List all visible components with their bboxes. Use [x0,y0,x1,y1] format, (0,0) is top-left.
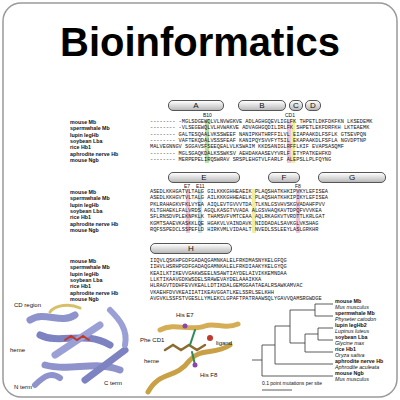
sequence-name: lupin legHb [70,203,99,208]
structure-label: N term [14,384,32,390]
sequence-row: ASEDLKKHGATVLTALG GILKKKGHHEAEIK PLAQSHA… [150,190,328,195]
sequence-name: aphrodite nerve Hb [70,152,118,157]
sequence-row: -------- VAFTEKQDALVSSSFEAF KANIPQYSVVFY… [150,139,366,144]
pocket-label: heme [144,358,159,364]
sequence-name: rice Hb1 [70,145,91,150]
sequence-row: -------- -VLSEGEWQLVLHVWAKVE ADVAGHGQDIL… [150,126,369,131]
sequence-row: AVGVKLSSFSTVGESLLYMLEKCLGPAFTPATRAAWSQLY… [150,297,322,302]
sequence-row: -------- MERPEPELIRQSWRAV SRSPLEHGTVLFAR… [150,158,331,163]
residue-position: B10 [203,113,212,118]
residue-position: E11 [196,184,205,189]
species-name: Glycine max [335,341,364,346]
species-name: Physeter catodon [335,317,376,322]
sequence-name: spermwhale Mb [70,196,110,201]
sequence-name: rice Hb1 [70,215,91,220]
sequence-name: mouse Ngb [70,228,99,233]
species-name: Mus musculus [335,377,369,382]
tree-leaf: spermwhale Mb [335,311,375,316]
residue-position: F8 [295,184,301,189]
sequence-name: aphrodite nerve Hb [70,222,118,227]
helix-cylinder: G [318,172,386,183]
species-name: Mus musculus [335,305,369,310]
title: Bioinformatics [60,22,340,62]
sequence-name: mouse Ngb [70,297,99,302]
helix-label: F [282,174,287,182]
scale-label: 0.1 point mutations per site [262,381,322,386]
sequence-name: spermwhale Mb [70,126,110,131]
residue-position: CD1 [285,113,295,118]
helix-label: D [310,102,316,110]
helix-label: G [349,174,355,182]
pocket-label: ligand [216,340,232,346]
species-name: Oryza sativa [335,353,364,358]
residue-position: E7 [184,184,190,189]
structure-label: CD region [14,302,41,308]
sequence-row: KEAILKTIKEVVGAKWSEELNSAWTIAYDELAIVIKKEMN… [150,272,287,277]
tree-leaf: mouse Ngb [335,371,364,376]
helix-cylinder: E [168,172,240,183]
sequence-row: PKLRAHAGKVFKLVYEA AIQLEVTGVVVTDA TLKNLGS… [150,203,325,208]
sequence-name: rice Hb1 [70,284,91,289]
helix-label: A [193,102,198,110]
tree-leaf: lupin legHb2 [335,323,367,328]
sequence-row: HLRAGVTDDHFEVVKEALLDTIKDALGEMGGAATAEALRS… [150,284,303,289]
sequence-name: lupin legHb [70,272,99,277]
helix-cylinder: F [268,172,300,183]
sequence-name: aphrodite nerve Hb [70,291,118,296]
sequence-row: RQFSSPEDCLSSPEFLD HIRKVMLVIDAALT NVEDLSS… [150,228,318,233]
sequence-row: -------- -MGLSDGEWQLVLNVWGKVE ADLAGHGQEV… [150,120,373,125]
helix-label: B [259,102,264,110]
sequence-name: lupin legHb [70,133,99,138]
helix-cylinder: C [289,100,303,111]
tree-leaf: aphrodite nerve Hb [335,359,383,364]
sequence-row: KGMTSAAEVKASKKLQE HGAKVLVAINDAVK NIDDADA… [150,222,318,227]
sequence-name: soybean Lba [70,209,102,214]
sequence-row: -------- MGLSGAQKDALKSSWKSV AEHDAKAASEVY… [150,152,331,157]
sequence-name: soybean Lba [70,139,102,144]
sequence-row: VKAEHFDVVKEAIIATIKEAVGGATLKELSSRLSELKHH [150,291,274,296]
helix-label: H [188,245,194,253]
sequence-row: SFLRNSDVPLEKNPKLK THAMSVFVMTCEAA AQLRKAG… [150,215,325,220]
helix-cylinder: D [305,100,321,111]
helix-cylinder: H [150,243,232,254]
pocket-label: Phe CD1 [140,337,164,343]
sequence-row: ASEDLKKHGVTVLTALG AILKKKGHHEAELK PLAQSHA… [150,196,328,201]
sequence-row: IIQVLQSKHPGDFGADAQGAMNKALELFRKDMASNYKELG… [150,259,287,264]
pocket-label: His F8 [200,372,217,378]
tree-leaf: rice Hb1 [335,347,356,352]
sequence-name: mouse Ngb [70,158,99,163]
sequence-name: mouse Mb [70,120,96,125]
sequence-name: soybean Lba [70,278,102,283]
sequence-row: KLTGHAEKLFALVRDS AGQLKASGTVVADA ALGSVHAQ… [150,209,322,214]
sequence-row: LLKTIKAAVGDKWSDELSRAWEVAYDELAAAIKKA [150,278,261,283]
structure-label: C term [104,380,122,386]
helix-cylinder: A [168,100,224,111]
species-name: Lupinus luteus [335,329,369,334]
structure-label: heme [10,347,25,353]
helix-cylinder: B [238,100,286,111]
helix-label: E [201,174,206,182]
species-name: Aphrodite aculeata [335,365,379,370]
tree-leaf: mouse Mb [335,299,361,304]
sequence-row: IIHVLHSRHPGDFGADAQGAMNKALELFRKDIAAKYKELG… [150,265,287,270]
tree-leaf: soybean Lba [335,335,367,340]
sequence-name: spermwhale Mb [70,265,110,270]
helix-label: C [293,102,299,110]
sequence-name: mouse Mb [70,190,96,195]
pocket-label: His E7 [176,312,194,318]
sequence-name: mouse Mb [70,259,96,264]
sequence-row: -------- GALTESQAALVKSSWEEF NANIPKHTHRFF… [150,133,366,138]
sequence-row: MALVEGNNGV SGGAVSFSEEQEALVLKSWAIM KKDSAN… [150,145,344,150]
